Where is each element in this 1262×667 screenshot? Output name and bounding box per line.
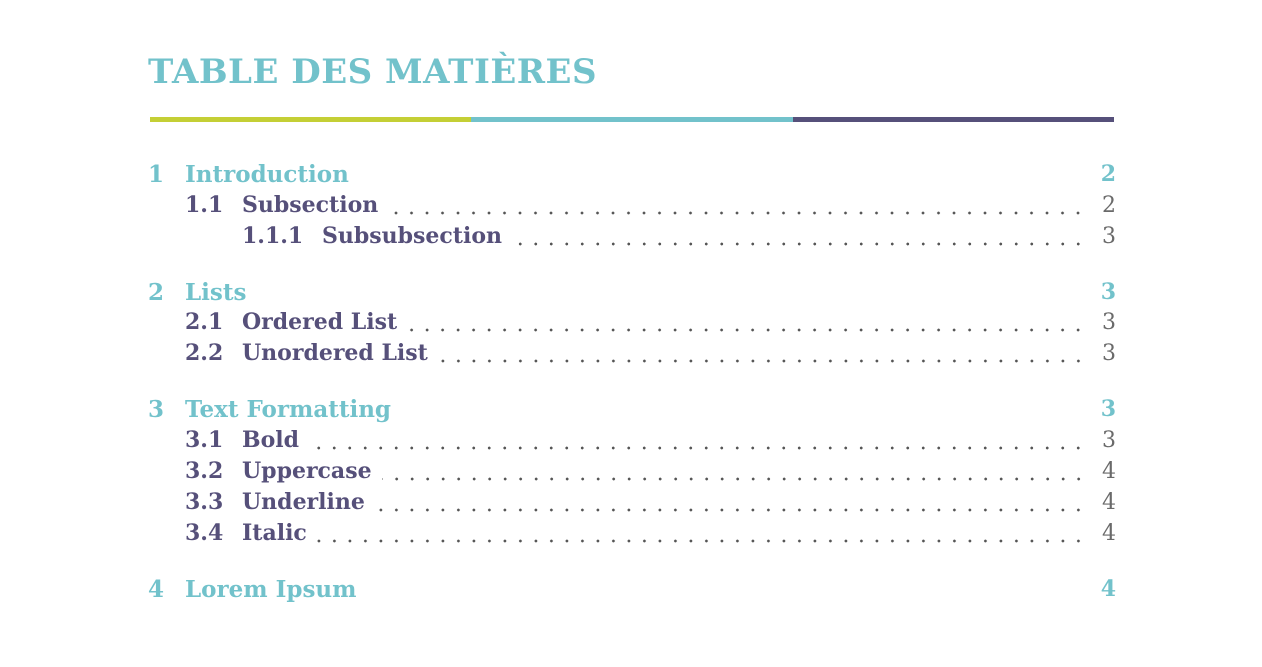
toc-subsection-entry[interactable]: 2.1 Ordered List 3 <box>185 307 1116 337</box>
toc-dot-leader <box>437 338 1086 368</box>
toc-entry-label: Lorem Ipsum <box>185 575 357 603</box>
toc-entry-number: 2.2 <box>185 340 224 366</box>
toc-dot-leader <box>374 487 1086 517</box>
toc-entry-number: 3 <box>148 395 165 423</box>
toc-entry-number: 3.3 <box>185 489 224 515</box>
toc-dot-leader <box>381 456 1086 486</box>
toc-entry-label: Subsubsection <box>322 223 502 249</box>
toc-entry-page-number: 3 <box>1102 223 1116 249</box>
toc-entry-page-number: 4 <box>1100 576 1116 602</box>
rule-segment <box>471 117 793 122</box>
toc-entry-label: Subsection <box>242 192 379 218</box>
toc-entry-page-number: 4 <box>1102 489 1116 515</box>
toc-entry-page-number: 3 <box>1100 396 1116 422</box>
title-rule <box>150 117 1114 122</box>
toc-entry-number: 3.2 <box>185 458 224 484</box>
toc-entry-number: 3.1 <box>185 427 224 453</box>
toc-subsubsection-entry[interactable]: 1.1.1 Subsubsection 3 <box>242 221 1116 251</box>
toc-entry-page-number: 3 <box>1102 340 1116 366</box>
toc-dot-leader <box>316 518 1086 548</box>
toc-entry-label: Underline <box>242 489 365 515</box>
toc-entry-label: Uppercase <box>242 458 372 484</box>
toc-subsection-entry[interactable]: 3.4 Italic 4 <box>185 518 1116 548</box>
toc-entry-label: Text Formatting <box>185 395 392 423</box>
toc-entry-number: 1.1.1 <box>242 223 304 249</box>
toc-dot-leader <box>512 221 1086 251</box>
toc-entry-number: 3.4 <box>185 520 224 546</box>
toc-entry-page-number: 2 <box>1100 161 1116 187</box>
toc-section-entry[interactable]: 3 Text Formatting 3 <box>148 394 1116 424</box>
toc-entry-number: 2 <box>148 278 165 306</box>
rule-segment <box>792 117 1114 122</box>
toc-entry-page-number: 4 <box>1102 458 1116 484</box>
toc-subsection-entry[interactable]: 3.2 Uppercase 4 <box>185 456 1116 486</box>
toc-entry-number: 2.1 <box>185 309 224 335</box>
toc-subsection-entry[interactable]: 3.3 Underline 4 <box>185 487 1116 517</box>
toc-dot-leader <box>309 425 1086 455</box>
toc-entry-label: Unordered List <box>242 340 428 366</box>
toc-subsection-entry[interactable]: 2.2 Unordered List 3 <box>185 338 1116 368</box>
toc-dot-leader <box>388 190 1086 220</box>
toc-entry-page-number: 2 <box>1102 192 1116 218</box>
toc-section-entry[interactable]: 1 Introduction 2 <box>148 159 1116 189</box>
toc-section-entry[interactable]: 4 Lorem Ipsum 4 <box>148 574 1116 604</box>
toc-entry-number: 4 <box>148 575 165 603</box>
toc-entry-label: Ordered List <box>242 309 398 335</box>
toc-section-entry[interactable]: 2 Lists 3 <box>148 277 1116 307</box>
toc-entry-page-number: 3 <box>1100 279 1116 305</box>
toc-entry-label: Bold <box>242 427 300 453</box>
toc-subsection-entry[interactable]: 3.1 Bold 3 <box>185 425 1116 455</box>
toc-entry-label: Italic <box>242 520 307 546</box>
toc-entry-page-number: 3 <box>1102 427 1116 453</box>
toc-entry-number: 1.1 <box>185 192 224 218</box>
toc-title: TABLE DES MATIÈRES <box>148 52 598 92</box>
toc-entry-label: Lists <box>185 278 247 306</box>
toc-entry-page-number: 4 <box>1102 520 1116 546</box>
toc-entry-label: Introduction <box>185 160 349 188</box>
rule-segment <box>150 117 472 122</box>
toc-entry-number: 1 <box>148 160 165 188</box>
toc-dot-leader <box>407 307 1086 337</box>
toc-entry-page-number: 3 <box>1102 309 1116 335</box>
toc-subsection-entry[interactable]: 1.1 Subsection 2 <box>185 190 1116 220</box>
